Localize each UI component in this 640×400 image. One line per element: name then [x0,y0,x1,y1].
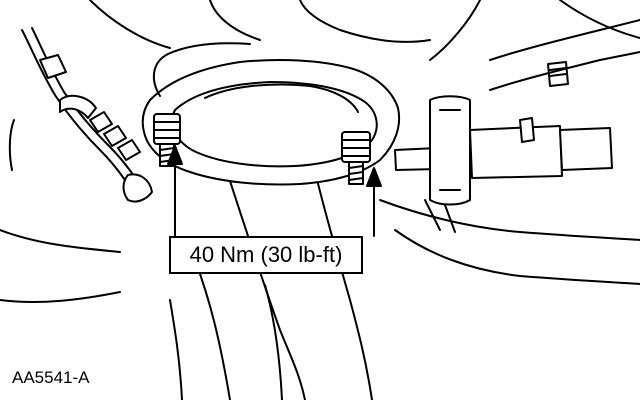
sensor-wire [8,27,153,203]
figure-id-label: AA5541-A [12,368,90,387]
body-panels [0,0,640,303]
left-arrow-head [167,145,183,165]
right-arrow-head [366,167,382,187]
torque-spec-label: 40 Nm (30 lb-ft) [169,236,363,274]
right-stud-nut [341,131,371,185]
torque-callout-arrows [167,145,382,237]
linkage-assembly [394,19,640,233]
